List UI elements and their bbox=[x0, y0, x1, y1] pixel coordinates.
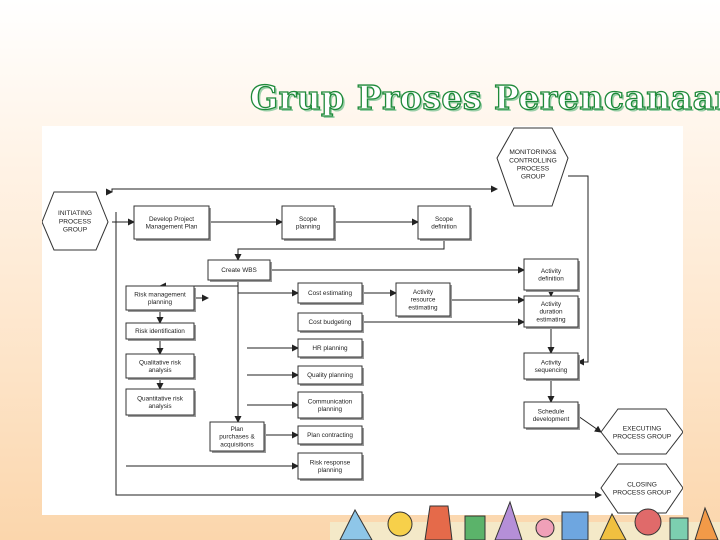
quality-planning-label: Quality planning bbox=[307, 372, 353, 379]
cost-estimating-box: Cost estimating bbox=[297, 282, 364, 305]
closing-group-label: CLOSING bbox=[627, 481, 657, 488]
cost-budgeting-box: Cost budgeting bbox=[297, 312, 364, 333]
qualitative-risk-label: analysis bbox=[148, 367, 171, 374]
connector-line bbox=[115, 212, 602, 499]
develop-plan-label: Management Plan bbox=[146, 224, 198, 231]
activity-sequencing-label: sequencing bbox=[535, 367, 568, 374]
connector-line bbox=[111, 185, 498, 193]
monitoring-group-label: MONITORING& bbox=[509, 149, 557, 156]
connector-line bbox=[234, 239, 445, 261]
activity-duration-label: duration bbox=[539, 309, 563, 316]
schedule-development-label: Schedule bbox=[538, 408, 565, 415]
monitoring-group-label: PROCESS bbox=[517, 165, 550, 172]
initiating-group-label: INITIATING bbox=[58, 210, 92, 217]
plan-purchases-label: Plan bbox=[231, 426, 244, 433]
communication-planning-label: Communication bbox=[308, 398, 353, 405]
activity-definition-label: Activity bbox=[541, 268, 562, 275]
create-wbs-box: Create WBS bbox=[207, 259, 272, 282]
activity-duration-label: Activity bbox=[541, 301, 562, 308]
monitoring-group-label: CONTROLLING bbox=[509, 157, 557, 164]
clipart-decoration bbox=[330, 500, 720, 540]
risk-response-label: planning bbox=[318, 467, 343, 474]
hr-planning-box: HR planning bbox=[297, 338, 364, 359]
risk-mgmt-planning-label: Risk management bbox=[134, 291, 186, 298]
scope-definition-label: definition bbox=[431, 224, 457, 231]
develop-plan-label: Develop Project bbox=[149, 216, 194, 223]
activity-definition-label: definition bbox=[538, 276, 564, 283]
scope-planning-label: planning bbox=[296, 224, 321, 231]
risk-mgmt-planning-label: planning bbox=[148, 299, 173, 306]
plan-purchases-label: acquisitions bbox=[220, 442, 253, 449]
cost-estimating-label: Cost estimating bbox=[308, 290, 352, 297]
scope-planning-label: Scope bbox=[299, 216, 318, 223]
plan-contracting-box: Plan contracting bbox=[297, 425, 364, 446]
connector-lines bbox=[106, 175, 602, 499]
risk-identification-label: Risk identification bbox=[135, 328, 185, 335]
quality-planning-box: Quality planning bbox=[297, 365, 364, 386]
executing-group-label: PROCESS GROUP bbox=[613, 433, 672, 440]
risk-response-label: Risk response bbox=[310, 459, 351, 466]
activity-resource-label: Activity bbox=[413, 289, 434, 296]
initiating-group-label: PROCESS bbox=[59, 218, 92, 225]
quantitative-risk-label: Quantitative risk bbox=[137, 395, 184, 402]
communication-planning-label: planning bbox=[318, 406, 343, 413]
monitoring-group-label: GROUP bbox=[521, 173, 546, 180]
initiating-group-label: GROUP bbox=[63, 226, 88, 233]
qualitative-risk-label: Qualitative risk bbox=[139, 359, 182, 366]
create-wbs-label: Create WBS bbox=[221, 267, 257, 274]
activity-duration-label: estimating bbox=[536, 317, 566, 324]
activity-resource-label: resource bbox=[411, 297, 436, 304]
scope-definition-label: Scope bbox=[435, 216, 454, 223]
plan-contracting-label: Plan contracting bbox=[307, 432, 353, 439]
closing-group-label: PROCESS GROUP bbox=[613, 489, 672, 496]
activity-resource-label: estimating bbox=[408, 305, 438, 312]
quantitative-risk-label: analysis bbox=[148, 403, 171, 410]
slide-title: Grup Proses Perencanaan bbox=[249, 77, 720, 117]
hr-planning-label: HR planning bbox=[312, 345, 348, 352]
cost-budgeting-label: Cost budgeting bbox=[309, 319, 352, 326]
risk-identification-box: Risk identification bbox=[125, 322, 196, 341]
connector-line bbox=[568, 175, 589, 366]
executing-group-label: EXECUTING bbox=[623, 425, 661, 432]
activity-sequencing-label: Activity bbox=[541, 359, 562, 366]
plan-purchases-label: purchases & bbox=[219, 434, 255, 441]
schedule-development-label: development bbox=[533, 416, 570, 423]
connector-line bbox=[577, 415, 602, 433]
